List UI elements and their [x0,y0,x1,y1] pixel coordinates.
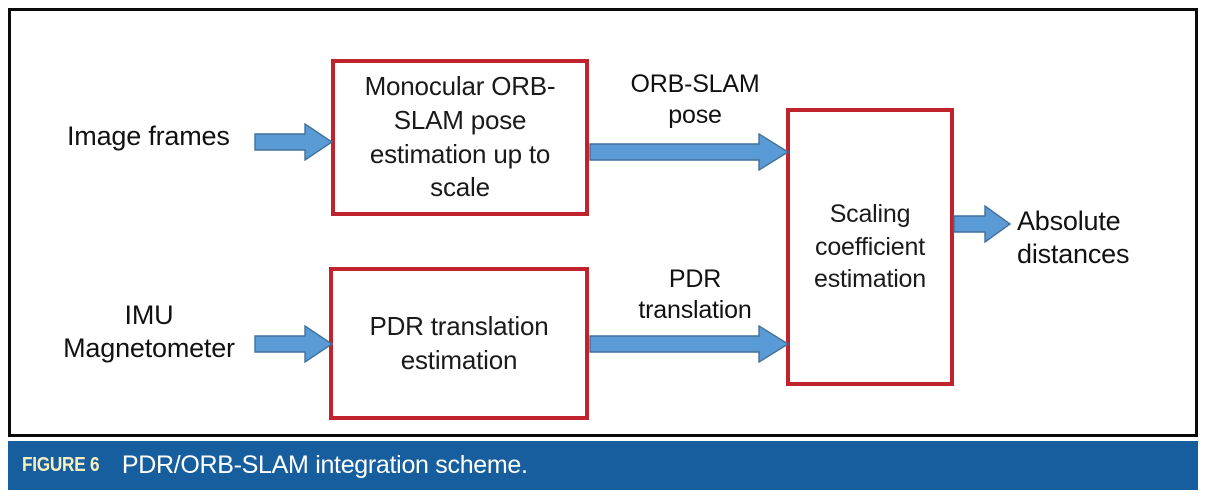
edge-label-pdr-translation: PDR translation [638,265,752,324]
arrow-right-icon-pdr-to-scaling [589,325,789,363]
block-label-pdr-translation-estimation: PDR translation estimation [369,310,549,375]
figure-number-label: FIGURE 6 [22,454,100,476]
arrow-right-icon-image-frames-to-orbslam [254,123,333,161]
output-label-absolute-distances: Absolute distances [1017,206,1130,269]
arrow-right-icon-imu-to-pdr [254,325,333,363]
figure-caption-bar: FIGURE 6 PDR/ORB-SLAM integration scheme… [8,441,1198,490]
block-orbslam-pose-estimation: Monocular ORB-SLAM pose estimation up to… [331,59,589,216]
block-scaling-coefficient-estimation: Scaling coefficient estimation [786,108,954,386]
block-pdr-translation-estimation: PDR translation estimation [329,267,589,420]
arrow-right-icon-orbslam-to-scaling [589,133,789,171]
arrow-right-icon-scaling-to-absolute-distances [953,205,1011,243]
figure-caption-text: PDR/ORB-SLAM integration scheme. [121,451,528,479]
block-label-scaling-coefficient-estimation: Scaling coefficient estimation [814,200,926,294]
block-label-orbslam-pose-estimation: Monocular ORB-SLAM pose estimation up to… [364,70,556,203]
edge-label-orbslam-pose: ORB-SLAM pose [630,70,760,129]
input-label-imu-magnetometer: IMU Magnetometer [63,300,235,363]
diagram-frame: Image frames IMU Magnetometer Monocular … [8,8,1198,437]
input-label-image-frames: Image frames [67,121,230,151]
